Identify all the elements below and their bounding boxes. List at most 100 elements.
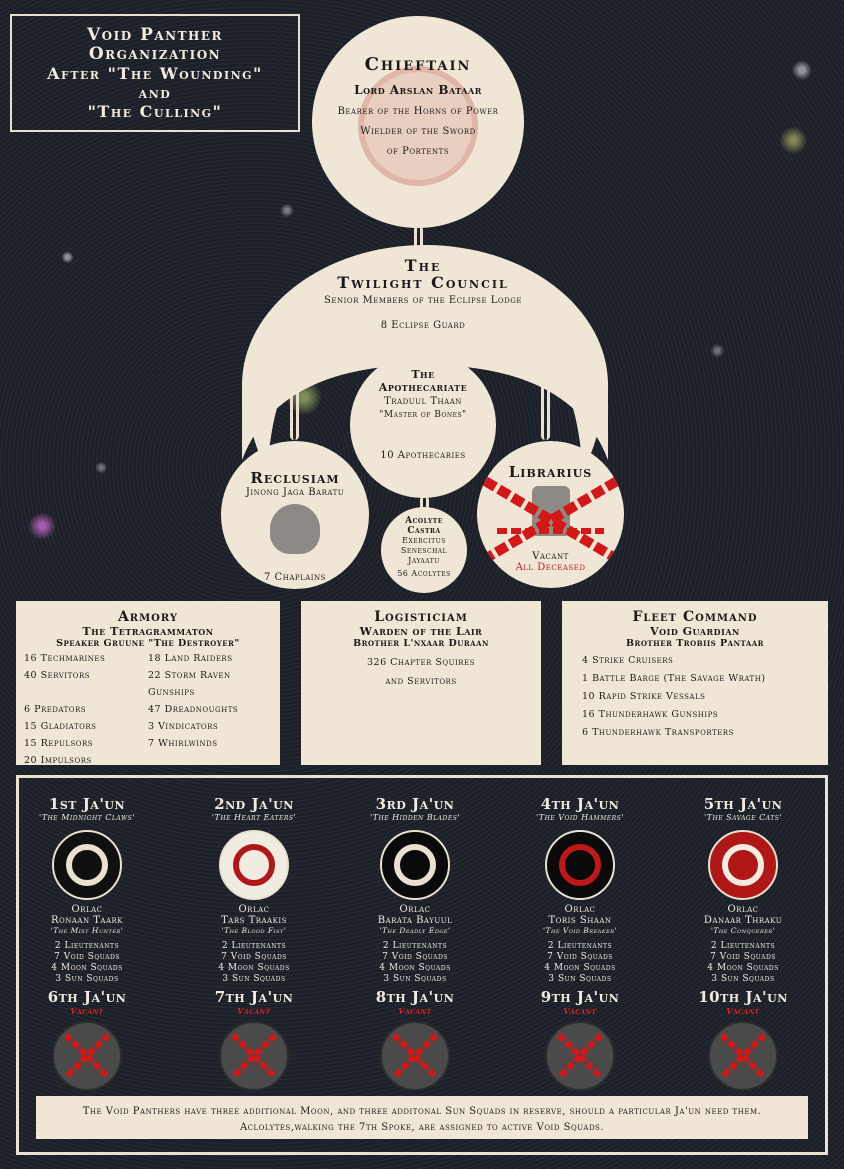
company-rank: Orlac bbox=[399, 904, 431, 915]
armory-heading: Armory bbox=[117, 609, 179, 625]
chain-link-icon bbox=[420, 496, 429, 510]
company-unit: 4 Moon Squads bbox=[707, 963, 779, 973]
acolyte-heading-1: Acolyte bbox=[405, 516, 443, 526]
company-leader: Danaar Thraku bbox=[703, 915, 783, 926]
companies-panel bbox=[16, 775, 828, 1155]
logisticiam-line-2: and Servitors bbox=[385, 676, 457, 687]
twilight-council: The Twilight Council Senior Members of t… bbox=[262, 257, 584, 331]
apothecariate-count: 10 Apothecaries bbox=[380, 450, 466, 461]
company-badge-icon bbox=[380, 830, 450, 900]
company-unit: 3 Sun Squads bbox=[711, 974, 775, 984]
acolyte-line-2: Seneschal bbox=[400, 546, 448, 555]
vacant-company-name: 7th Ja'un bbox=[214, 988, 294, 1006]
chieftain-heading: Chieftain bbox=[364, 54, 472, 75]
red-chains-icon bbox=[482, 476, 620, 564]
armory-item: 18 Land Raiders bbox=[148, 653, 233, 664]
fleet-item: 1 Battle Barge (The Savage Wrath) bbox=[582, 673, 766, 684]
armory-item bbox=[148, 755, 272, 766]
armory-item: 15 Repulsors bbox=[24, 738, 94, 749]
armory-item: 22 Storm Raven bbox=[148, 670, 231, 681]
armory-item: 40 Servitors bbox=[24, 670, 91, 681]
skull-icon bbox=[270, 504, 320, 554]
chieftain-line-3: of Portents bbox=[386, 146, 450, 157]
logisticiam-line-1: 326 Chapter Squires bbox=[367, 657, 475, 668]
vacant-chains-icon bbox=[219, 1021, 289, 1091]
company-leader-caption: 'The Conquerer' bbox=[710, 926, 776, 935]
vacant-company-name: 10th Ja'un bbox=[698, 988, 788, 1006]
acolyte-count: 56 Acolytes bbox=[397, 569, 451, 578]
company-rank: Orlac bbox=[564, 904, 596, 915]
chain-link-icon bbox=[541, 368, 550, 440]
footnote: The Void Panthers have three additional … bbox=[36, 1096, 808, 1139]
company-unit: 2 Lieutenants bbox=[54, 941, 120, 951]
logisticiam-heading: Logisticiam bbox=[374, 609, 468, 625]
armory-list: 16 Techmarines 18 Land Raiders 40 Servit… bbox=[16, 649, 280, 766]
vacant-company-status: Vacant bbox=[70, 1006, 104, 1016]
vacant-company-name: 9th Ja'un bbox=[540, 988, 620, 1006]
armory-item: 6 Predators bbox=[24, 704, 87, 715]
armory-item: 20 Impulsors bbox=[24, 755, 92, 766]
logisticiam-leader: Brother L'nxaar Duraan bbox=[353, 638, 489, 649]
company-name: 5th Ja'un bbox=[703, 795, 783, 813]
title-line-1: Void Panther bbox=[86, 25, 224, 45]
council-heading-2: Twilight Council bbox=[337, 273, 509, 292]
company-badge-icon bbox=[52, 830, 122, 900]
apothecariate-title: "Master of Bones" bbox=[379, 410, 467, 420]
company-unit: 4 Moon Squads bbox=[544, 963, 616, 973]
fleet-leader: Brother Trobiis Pantaar bbox=[625, 638, 765, 649]
apothecariate-heading-1: The bbox=[411, 368, 435, 381]
apothecariate-heading-2: Apothecariate bbox=[378, 381, 468, 394]
company-emblem-icon bbox=[559, 844, 601, 886]
chain-link-icon bbox=[290, 380, 299, 440]
vacant-company-status: Vacant bbox=[237, 1006, 271, 1016]
company-name: 2nd Ja'un bbox=[214, 795, 294, 813]
company-leader: Ronaan Taark bbox=[50, 915, 124, 926]
armory-item: 7 Whirlwinds bbox=[148, 738, 218, 749]
chieftain-name: Lord Arslan Bataar bbox=[354, 83, 482, 97]
fleet-list: 4 Strike Cruisers 1 Battle Barge (The Sa… bbox=[562, 649, 828, 738]
council-subtitle: Senior Members of the Eclipse Lodge bbox=[324, 295, 522, 306]
title-line-2: Organization bbox=[88, 44, 222, 64]
company-unit: 7 Void Squads bbox=[54, 952, 120, 962]
armory-subtitle: The Tetragrammaton bbox=[82, 625, 214, 638]
panther-emblem-icon bbox=[358, 66, 478, 186]
apothecariate-node: The Apothecariate Traduul Thaan "Master … bbox=[350, 352, 496, 498]
company-nickname: 'The Heart Eaters' bbox=[211, 813, 297, 822]
company-name: 1st Ja'un bbox=[48, 795, 126, 813]
company-unit: 2 Lieutenants bbox=[547, 941, 613, 951]
title-line-4: and bbox=[138, 83, 172, 102]
footnote-line-1: The Void Panthers have three additional … bbox=[82, 1106, 762, 1117]
company-leader: Tars Traakis bbox=[221, 915, 287, 926]
vacant-company-status: Vacant bbox=[398, 1006, 432, 1016]
librarius-status: Vacant bbox=[532, 551, 569, 562]
armory-item: 3 Vindicators bbox=[148, 721, 219, 732]
company-leader: Toris Shaan bbox=[548, 915, 612, 926]
company-rank: Orlac bbox=[238, 904, 270, 915]
company-unit: 4 Moon Squads bbox=[379, 963, 451, 973]
company-unit: 2 Lieutenants bbox=[221, 941, 287, 951]
company-unit: 7 Void Squads bbox=[382, 952, 448, 962]
company-unit: 7 Void Squads bbox=[221, 952, 287, 962]
company-nickname: 'The Midnight Claws' bbox=[39, 813, 135, 822]
company-leader-caption: 'The Void Breaker' bbox=[542, 926, 618, 935]
company-unit: 7 Void Squads bbox=[547, 952, 613, 962]
company-nickname: 'The Hidden Blades' bbox=[369, 813, 461, 822]
company-unit: 3 Sun Squads bbox=[383, 974, 447, 984]
librarius-note: All Deceased bbox=[515, 562, 586, 573]
company-nickname: 'The Savage Cats' bbox=[703, 813, 783, 822]
company-badge-icon bbox=[545, 830, 615, 900]
company-emblem-icon bbox=[722, 844, 764, 886]
company-badge-icon bbox=[708, 830, 778, 900]
company-name: 3rd Ja'un bbox=[375, 795, 455, 813]
company-unit: 4 Moon Squads bbox=[218, 963, 290, 973]
fleet-item: 4 Strike Cruisers bbox=[582, 655, 674, 666]
company-leader-caption: 'The Mist Hunter' bbox=[50, 926, 124, 935]
company-unit: 4 Moon Squads bbox=[51, 963, 123, 973]
acolyte-line-1: Exercitus bbox=[402, 536, 446, 545]
armory-leader: Speaker Gruune "The Destroyer" bbox=[56, 638, 240, 649]
